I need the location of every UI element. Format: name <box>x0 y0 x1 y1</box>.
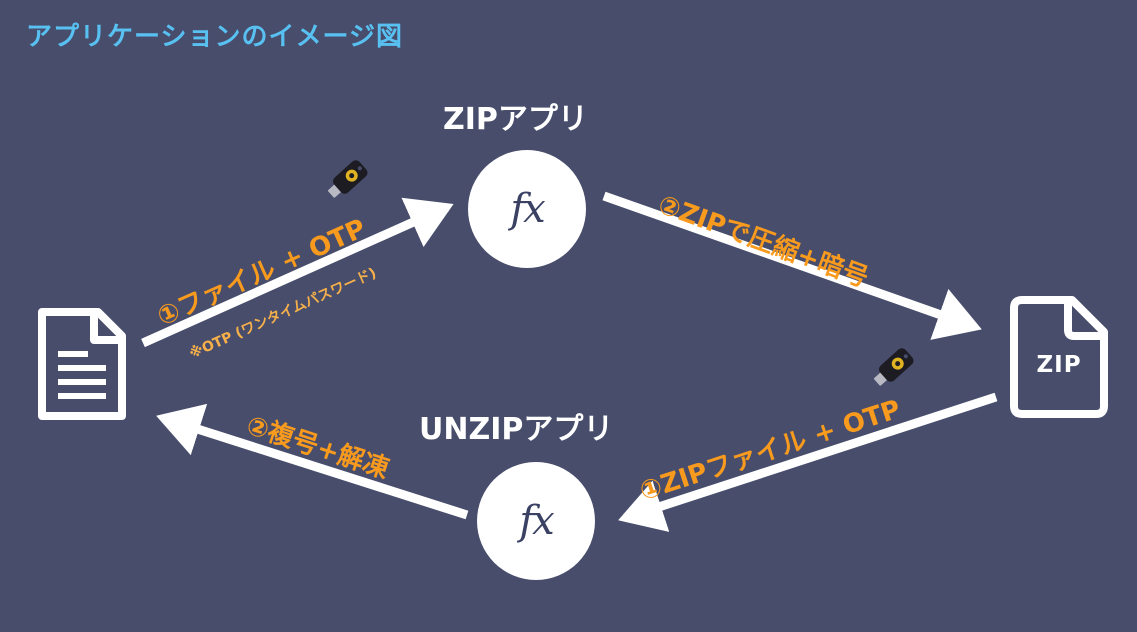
security-key-icon <box>873 348 914 386</box>
zip-app-function-icon: fx <box>468 150 586 268</box>
security-key-icon <box>327 160 368 198</box>
zip-file-label: ZIP <box>1036 352 1082 378</box>
arrow-zip-app-to-zip-file <box>602 191 982 340</box>
unzip-app-fx-symbol: fx <box>519 498 554 544</box>
arrow-file-to-zip-app <box>141 197 454 348</box>
zip-app-fx-symbol: fx <box>510 186 545 232</box>
document-icon <box>38 308 126 420</box>
zip-app-label: ZIPアプリ <box>443 102 588 137</box>
arrow-zip-file-to-unzip-app <box>618 392 998 532</box>
zip-file-icon <box>1010 296 1108 418</box>
unzip-app-label: UNZIPアプリ <box>419 412 614 447</box>
unzip-app-function-icon: fx <box>477 462 595 580</box>
arrow-unzip-app-to-file <box>156 403 469 520</box>
diagram-title: アプリケーションのイメージ図 <box>26 22 403 52</box>
